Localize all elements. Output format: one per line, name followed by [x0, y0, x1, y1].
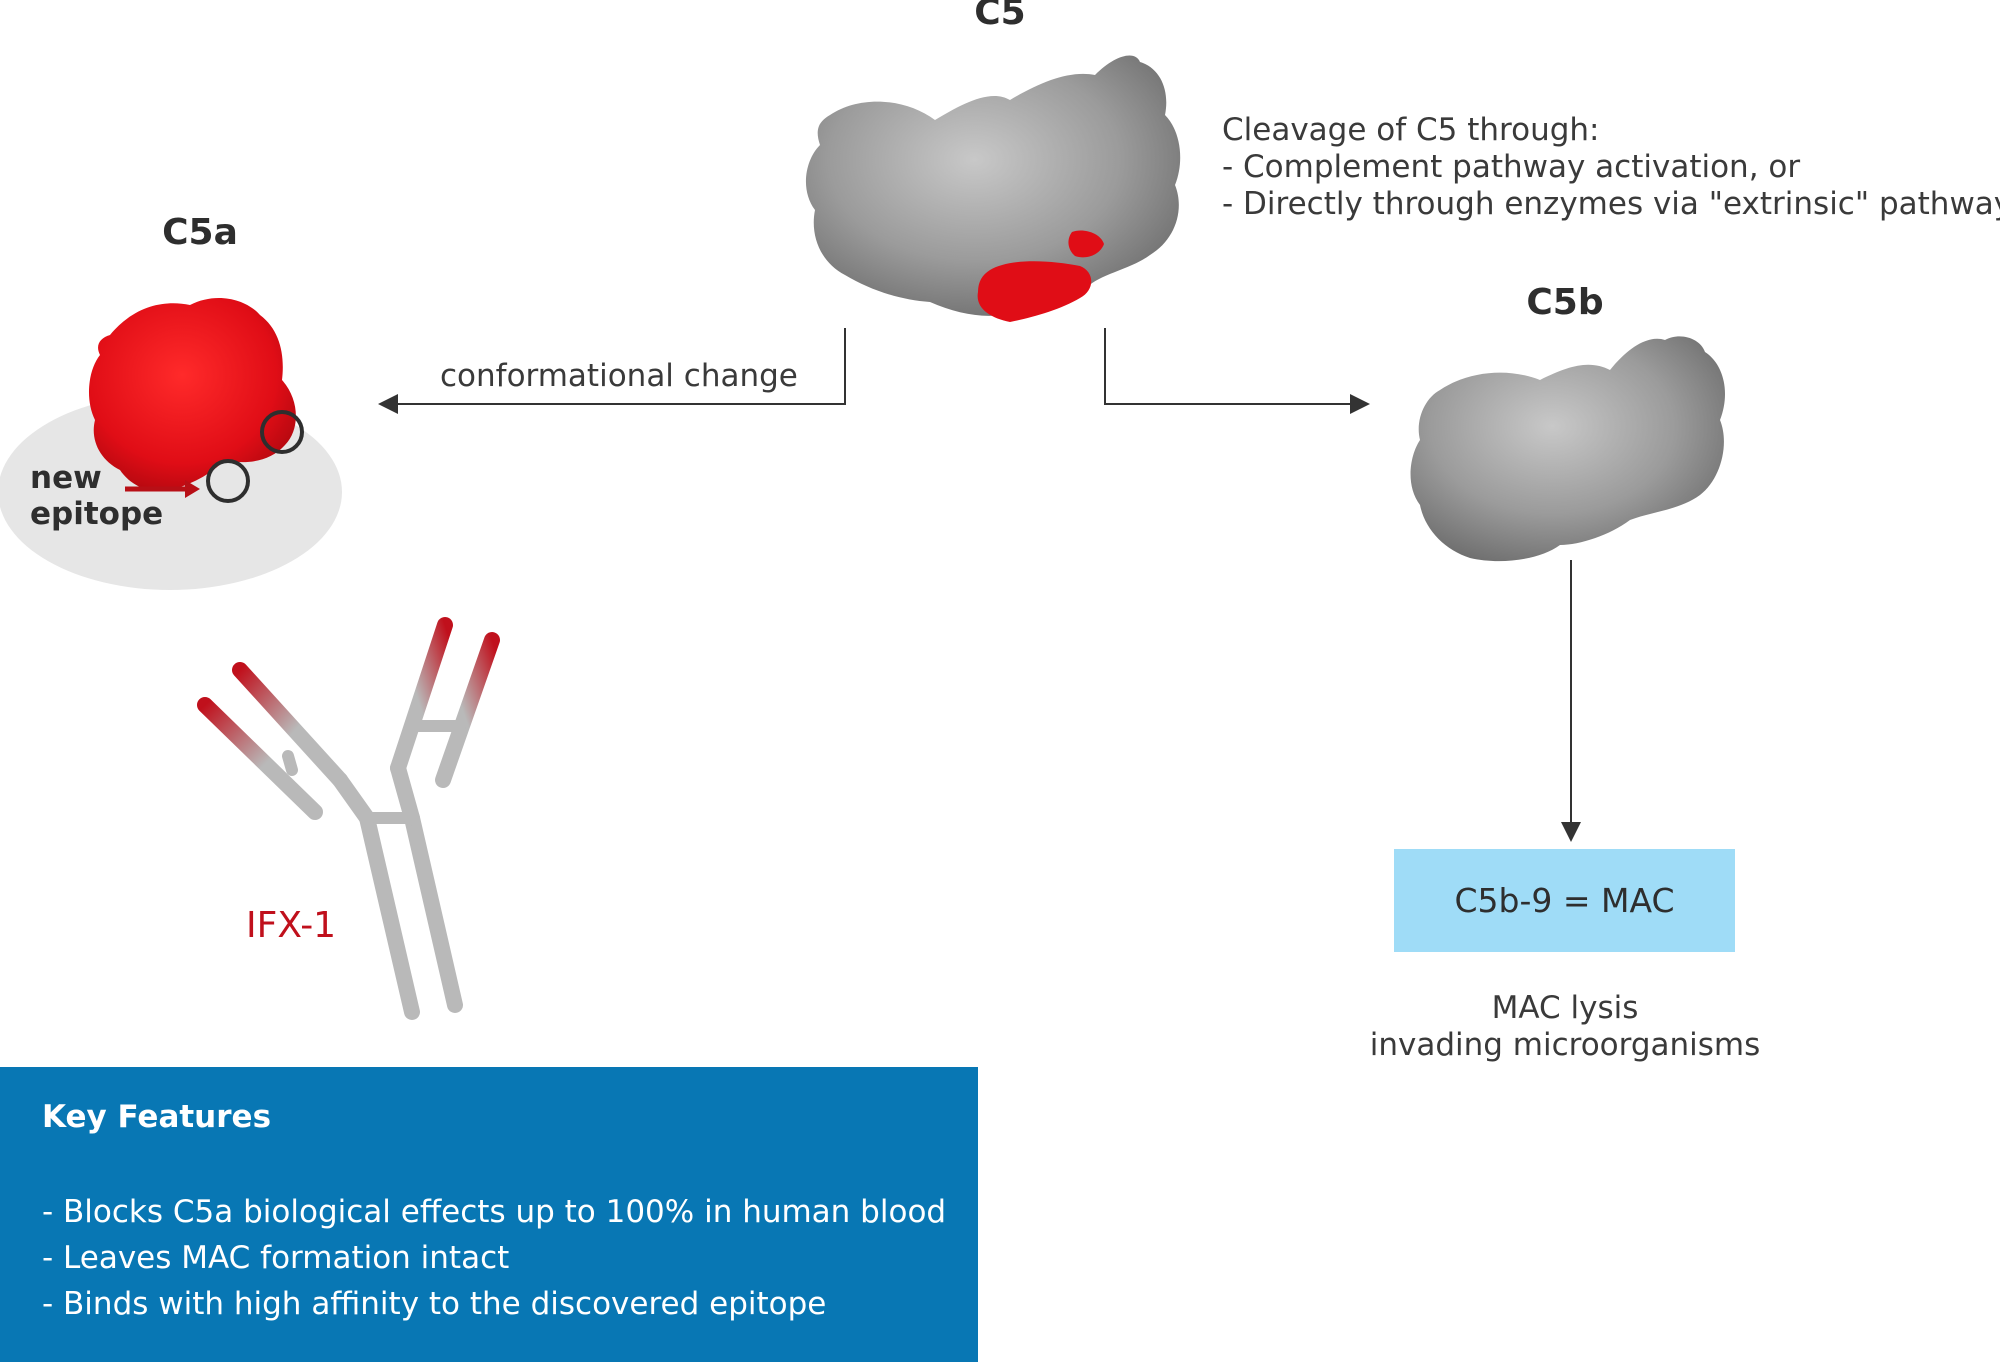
cleavage-description: Cleavage of C5 through: - Complement pat…	[1222, 112, 2000, 223]
cleavage-line: - Complement pathway activation, or	[1222, 149, 1801, 185]
mac-box-label: C5b-9 = MAC	[1454, 881, 1675, 920]
c5b-arrow	[1104, 328, 1370, 414]
key-features-title: Key Features	[42, 1099, 272, 1135]
conformational-arrow	[378, 328, 846, 414]
cleavage-line: - Directly through enzymes via "extrinsi…	[1222, 186, 2000, 222]
new-epitope-line: new	[30, 460, 102, 496]
antibody-label: IFX-1	[246, 905, 337, 946]
key-feature-item: - Blocks C5a biological effects up to 10…	[42, 1194, 947, 1230]
mac-lysis-text: MAC lysis invading microorganisms	[1320, 990, 1810, 1064]
antibody-icon	[197, 617, 500, 1020]
key-features-list: - Blocks C5a biological effects up to 10…	[42, 1189, 946, 1327]
c5b-title: C5b	[1526, 282, 1604, 323]
cleavage-line: Cleavage of C5 through:	[1222, 112, 1600, 148]
c5-protein-icon	[805, 55, 1181, 322]
mac-box: C5b-9 = MAC	[1394, 849, 1735, 952]
c5b-protein-icon	[1410, 336, 1725, 562]
mac-lysis-line: MAC lysis	[1491, 990, 1639, 1026]
new-epitope-label: new epitope	[30, 460, 163, 532]
new-epitope-line: epitope	[30, 496, 164, 532]
key-features-panel: Key Features - Blocks C5a biological eff…	[0, 1067, 978, 1362]
key-feature-item: - Leaves MAC formation intact	[42, 1240, 510, 1276]
c5-title: C5	[974, 0, 1026, 33]
mac-lysis-line: invading microorganisms	[1369, 1027, 1761, 1063]
key-feature-item: - Binds with high affinity to the discov…	[42, 1286, 827, 1322]
epitope-circle-icon	[206, 459, 250, 503]
conformational-change-label: conformational change	[440, 358, 798, 394]
c5a-protein-icon	[88, 297, 296, 492]
c5a-title: C5a	[162, 212, 238, 253]
epitope-circle-icon	[260, 410, 304, 454]
